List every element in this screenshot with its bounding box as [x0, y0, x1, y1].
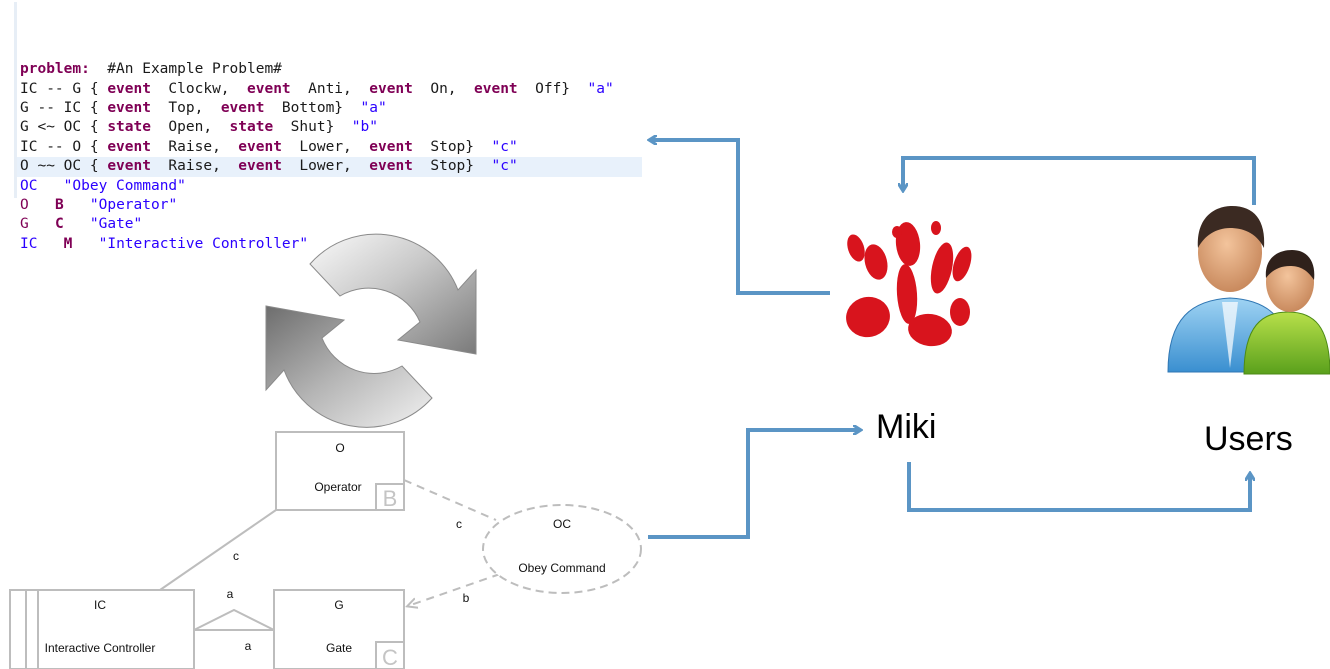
code-token: event	[238, 158, 282, 175]
code-token: "Interactive Controller"	[98, 235, 309, 252]
code-line: G C "Gate"	[14, 215, 642, 234]
paw-icon	[846, 221, 972, 347]
users-icon	[1167, 206, 1330, 375]
controller-id: IC	[94, 598, 106, 612]
code-lines: problem: #An Example Problem#IC -- G { e…	[14, 60, 642, 254]
code-token: Anti,	[290, 80, 370, 97]
edge-label-ic-g-bottom: a	[245, 639, 252, 653]
obey-name: Obey Command	[518, 561, 605, 575]
operator-id: O	[335, 441, 344, 455]
edge-label-o-oc: c	[456, 517, 462, 531]
edge-ic-gate-triangle	[193, 608, 275, 631]
arrow-miki-to-code	[650, 140, 830, 295]
gate-name: Gate	[326, 641, 352, 655]
code-token: B	[54, 196, 64, 213]
code-token: Lower,	[281, 158, 370, 175]
code-token: event	[107, 138, 151, 155]
arrow-users-to-miki	[903, 156, 1256, 205]
operator-marker: B	[383, 486, 398, 511]
code-token: IC -- O {	[20, 138, 108, 155]
edge-operator-obey	[403, 479, 497, 521]
code-line: O B "Operator"	[14, 196, 642, 215]
code-token: event	[107, 158, 151, 175]
code-token: "Operator"	[89, 196, 178, 213]
code-token: On,	[412, 80, 474, 97]
code-token: "Gate"	[89, 216, 143, 233]
gate-marker-box	[375, 641, 405, 669]
edge-ic-operator	[159, 509, 277, 591]
code-token: OC	[20, 177, 38, 194]
code-token: Raise,	[150, 158, 239, 175]
code-token: "a"	[360, 100, 387, 116]
gate-id: G	[334, 598, 343, 612]
users-label: Users	[1204, 420, 1293, 458]
code-token: Clockw,	[150, 80, 247, 97]
edge-label-ic-g-top: a	[227, 587, 234, 601]
code-token: event	[107, 100, 151, 116]
code-token: IC -- G {	[20, 80, 108, 97]
code-token: event	[474, 80, 518, 97]
code-token: event	[247, 80, 291, 97]
obey-id: OC	[553, 517, 571, 531]
code-line: IC -- G { event Clockw, event Anti, even…	[14, 80, 642, 99]
code-token: "a"	[587, 80, 614, 97]
code-token: C	[54, 216, 64, 233]
code-token: Shut}	[273, 119, 352, 136]
gate-marker: C	[382, 645, 398, 669]
code-line: IC M "Interactive Controller"	[14, 235, 642, 254]
code-token: M	[63, 235, 73, 252]
code-token: O	[20, 196, 29, 213]
code-token: Bottom}	[264, 100, 361, 116]
controller-name: Interactive Controller	[45, 641, 156, 655]
code-token: event	[238, 138, 282, 155]
code-line: OC "Obey Command"	[14, 177, 642, 196]
code-listing: problem: #An Example Problem#IC -- G { e…	[14, 2, 642, 274]
code-token: Raise,	[150, 138, 239, 155]
code-line: O ~~ OC { event Raise, event Lower, even…	[14, 157, 642, 177]
code-token: problem:	[20, 61, 90, 78]
code-token: "c"	[491, 138, 518, 155]
code-token: G	[20, 216, 29, 233]
obey-ellipse	[482, 504, 642, 594]
refresh-icon	[265, 233, 477, 428]
code-token: event	[220, 100, 265, 116]
code-token: Stop}	[412, 158, 492, 175]
code-token: event	[369, 158, 413, 175]
code-token: Open,	[150, 119, 230, 136]
miki-label: Miki	[876, 408, 937, 446]
code-token: "c"	[491, 158, 518, 175]
edge-label-ic-o: c	[233, 549, 239, 563]
editor-gutter	[14, 2, 17, 198]
arrow-miki-to-users	[907, 462, 1250, 512]
edge-label-oc-g: b	[463, 591, 470, 605]
code-token: G -- IC {	[20, 100, 108, 116]
code-token: IC	[20, 235, 38, 252]
controller-box	[9, 589, 195, 669]
operator-marker-box	[375, 483, 405, 511]
arrow-diagram-to-miki	[648, 430, 860, 539]
code-line: G <~ OC { state Open, state Shut} "b"	[14, 118, 642, 137]
code-token: event	[107, 80, 151, 97]
code-token: Off}	[517, 80, 588, 97]
code-line: IC -- O { event Raise, event Lower, even…	[14, 138, 642, 157]
code-token: state	[107, 119, 151, 136]
code-token: state	[229, 119, 274, 136]
code-token: O ~~ OC {	[20, 158, 108, 175]
code-token: "b"	[351, 119, 378, 136]
code-token: #An Example Problem#	[89, 61, 282, 78]
code-token: Lower,	[281, 138, 370, 155]
code-token: event	[369, 138, 413, 155]
code-line: G -- IC { event Top, event Bottom} "a"	[14, 99, 642, 118]
edge-obey-gate	[408, 573, 501, 606]
operator-name: Operator	[314, 480, 361, 494]
code-token: Top,	[150, 100, 221, 116]
code-token: Stop}	[412, 138, 492, 155]
code-line: problem: #An Example Problem#	[14, 60, 642, 79]
code-token: event	[369, 80, 413, 97]
code-token: G <~ OC {	[20, 119, 108, 136]
code-token: "Obey Command"	[63, 177, 186, 194]
